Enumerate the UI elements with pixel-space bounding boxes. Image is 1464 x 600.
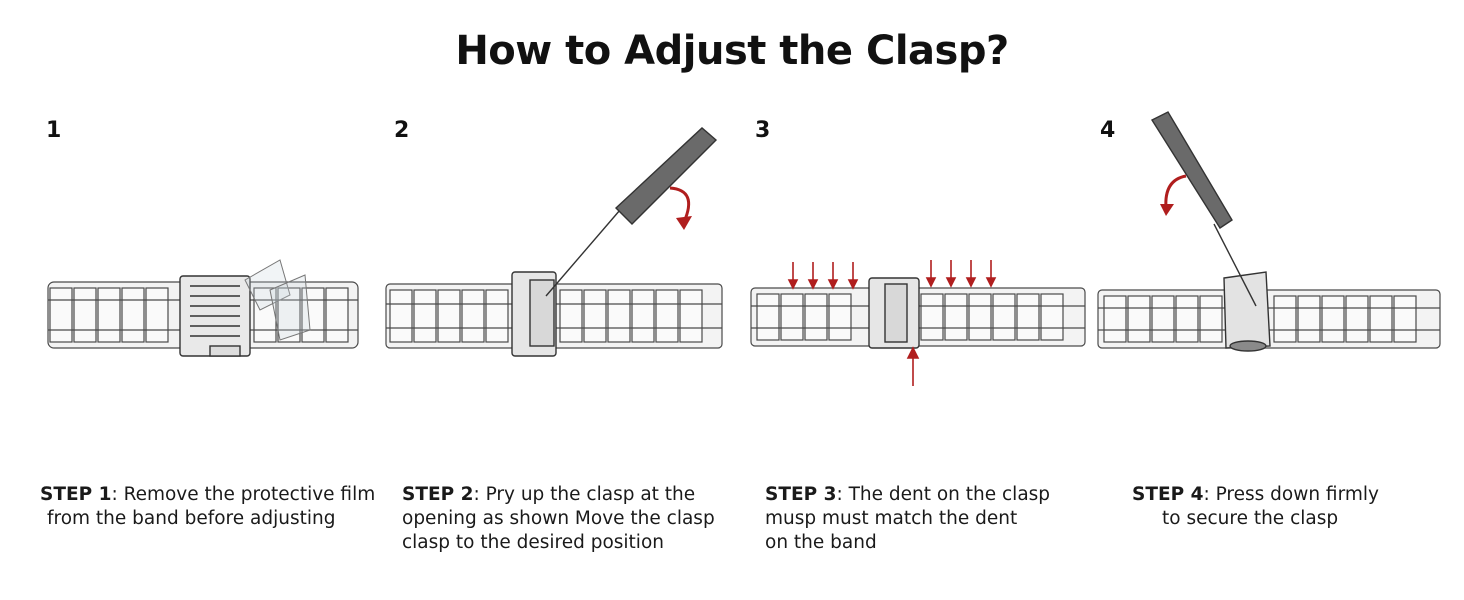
step-label: STEP 3 (765, 484, 837, 505)
step-3-illustration (750, 260, 1086, 386)
step-1-illustration (47, 259, 359, 357)
step-4-illustration (1097, 111, 1441, 352)
caption-line: : Pry up the clasp at the (473, 484, 696, 505)
step-4-caption: STEP 4: Press down firmly to secure the … (1132, 483, 1379, 531)
caption-line: to secure the clasp (1162, 508, 1339, 529)
step-3-caption: STEP 3: The dent on the clasp musp must … (765, 483, 1050, 555)
screwdriver-icon (1150, 111, 1257, 307)
step-2-caption: STEP 2: Pry up the clasp at the opening … (402, 483, 715, 555)
rotate-arrow-icon (1164, 174, 1187, 209)
clasp (1223, 271, 1271, 352)
page-title: How to Adjust the Clasp? (455, 28, 1009, 74)
protective-film (244, 259, 311, 341)
caption-line: : Press down firmly (1203, 484, 1379, 505)
step-label: STEP 4 (1132, 484, 1204, 505)
dent-arrows (787, 260, 997, 386)
screwdriver-icon (545, 127, 718, 297)
caption-line: : Remove the protective film (111, 484, 376, 505)
step-2-number: 2 (394, 118, 410, 143)
step-1-caption: STEP 1: Remove the protective film from … (40, 483, 375, 531)
step-label: STEP 2 (402, 484, 474, 505)
clasp (868, 277, 920, 349)
step-1-number: 1 (46, 118, 62, 143)
caption-line: : The dent on the clasp (836, 484, 1051, 505)
caption-line: on the band (765, 532, 877, 553)
watch-band (1097, 289, 1441, 349)
step-3-number: 3 (755, 118, 771, 143)
caption-line: musp must match the dent (765, 508, 1018, 529)
clasp (511, 271, 557, 357)
step-label: STEP 1 (40, 484, 112, 505)
clasp (179, 275, 251, 357)
step-2-illustration (385, 127, 723, 357)
caption-line: clasp to the desired position (402, 532, 664, 553)
watch-band (47, 281, 359, 349)
step-4-number: 4 (1100, 118, 1116, 143)
caption-line: opening as shown Move the clasp (402, 508, 715, 529)
caption-line: from the band before adjusting (47, 508, 336, 529)
